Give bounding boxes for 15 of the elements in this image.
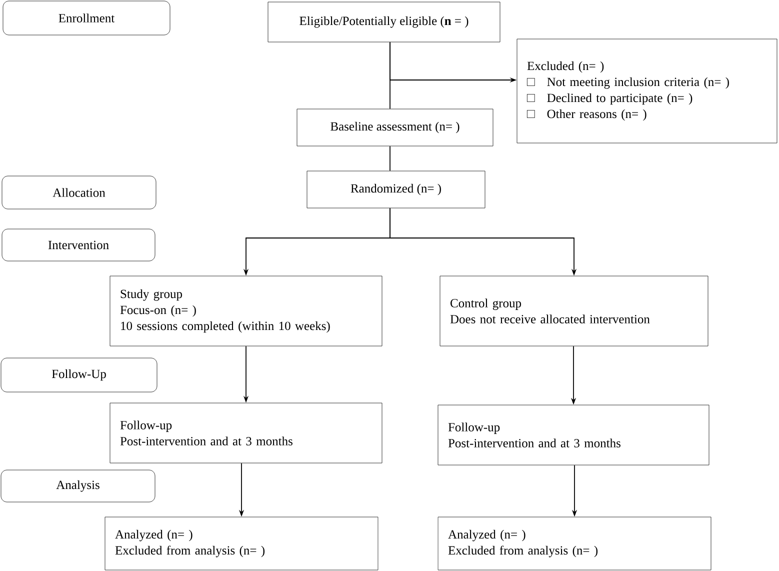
process-box: Eligible/Potentially eligible (n = ) [268, 2, 500, 42]
process-box: Follow-up Post-intervention and at 3 months [438, 404, 710, 466]
process-box: Randomized (n= ) [306, 170, 486, 208]
process-box: Analyzed (n= ) Excluded from analysis (n= ) [104, 516, 378, 570]
stage-label-box: Intervention [2, 228, 156, 262]
process-box: Analyzed (n= ) Excluded from analysis (n= ) [438, 516, 712, 570]
exclusion-box: Excluded (n= ) Not meeting inclusion criteria (n= ) Declined to participate (n= ) Other reasons (n= ) [516, 38, 778, 144]
process-box: Control group Does not receive allocated intervention [440, 276, 708, 346]
process-box: Study group Focus-on (n= ) 10 sessions completed (within 10 weeks) [110, 276, 382, 346]
process-box: Baseline assessment (n= ) [296, 108, 494, 146]
stage-label-box: Enrollment [2, 0, 170, 36]
stage-label-box: Analysis [0, 470, 156, 502]
stage-label-box: Follow-Up [0, 358, 158, 392]
stage-label-box: Allocation [2, 176, 156, 210]
process-box: Follow-up Post-intervention and at 3 months [110, 402, 382, 464]
